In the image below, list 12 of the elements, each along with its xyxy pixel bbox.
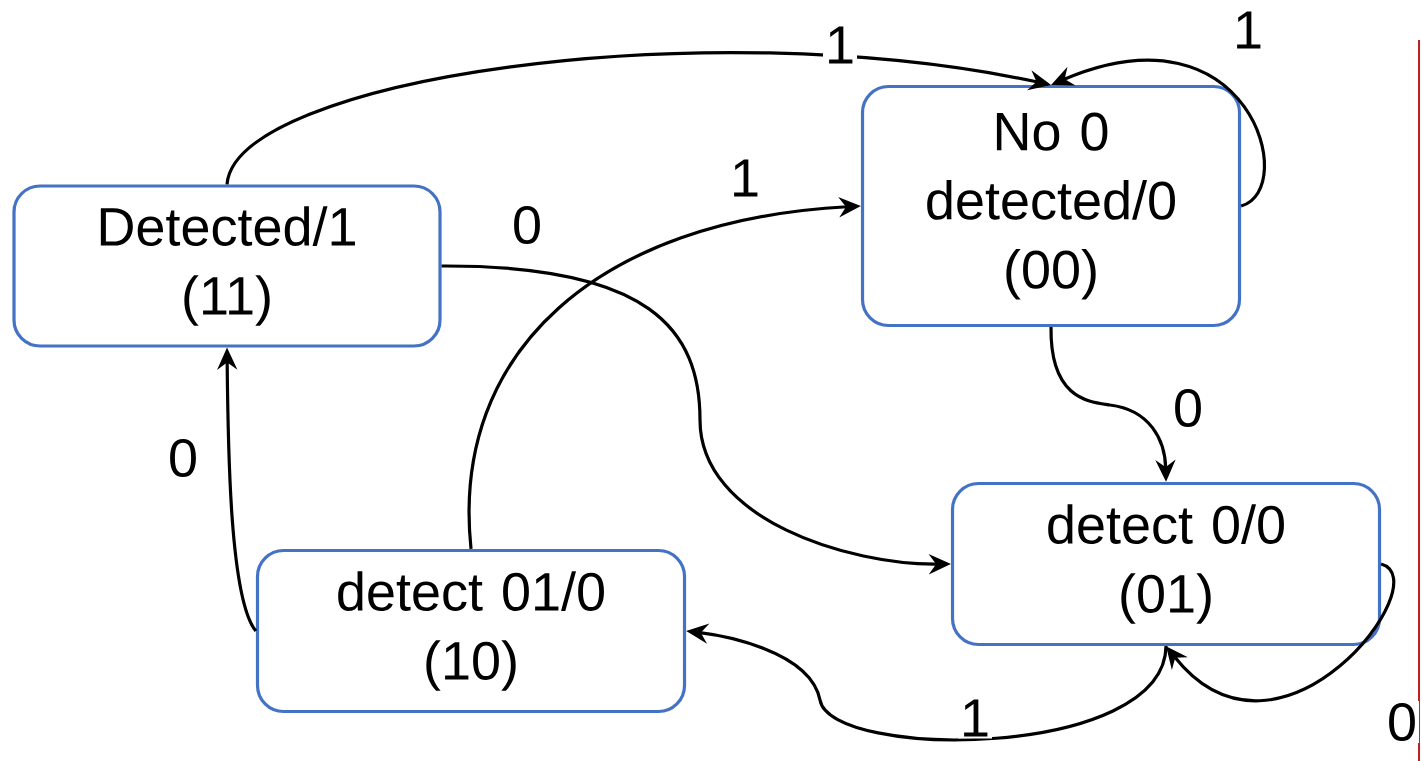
edge-label: 1 (728, 157, 763, 199)
state-box: detect 01/0 (10) (255, 548, 687, 714)
state-box: No 0 detected/0 (00) (860, 84, 1242, 328)
state-box: detect 0/0 (01) (950, 481, 1382, 647)
edge-label: 1 (823, 24, 858, 66)
edge-label: 0 (1171, 386, 1206, 430)
state-box: Detected/1 (11) (12, 184, 442, 348)
edge-label: 1 (958, 697, 993, 739)
edge-label: 0 (1385, 700, 1420, 744)
edge-label: 1 (1231, 9, 1266, 51)
edge-label: 0 (166, 436, 201, 480)
edge-label: 0 (510, 203, 545, 247)
